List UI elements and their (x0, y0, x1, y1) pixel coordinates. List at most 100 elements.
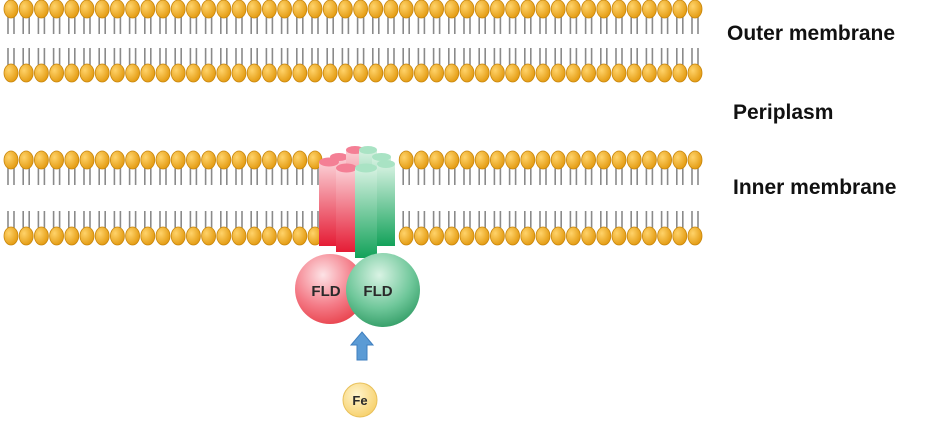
lipid-tail (569, 211, 578, 229)
lipid-tail (645, 167, 654, 185)
lipid-tail (554, 48, 562, 66)
lipid-tail (372, 48, 380, 66)
lipid-tail (463, 48, 471, 66)
lipid-head (459, 0, 475, 19)
lipid-tail (7, 16, 15, 34)
lipid-tail (144, 48, 152, 66)
lipid-tail (402, 16, 410, 34)
lipid-head (307, 0, 323, 19)
lipid-tail (311, 16, 319, 34)
lipid-tail (660, 211, 669, 229)
lipid-tail (569, 167, 578, 185)
lipid-tail (402, 48, 410, 66)
inner-membrane-bilayer (3, 150, 703, 246)
lipid-head (261, 63, 277, 83)
lipid-tail (463, 211, 471, 229)
lipid-head (170, 63, 186, 83)
lipid-head (596, 150, 612, 170)
lipid-head (246, 150, 262, 170)
lipid-tail (235, 16, 243, 34)
lipid-head (672, 0, 688, 19)
lipid-tail (280, 211, 289, 229)
lipid-head (140, 150, 156, 170)
lipid-head (34, 150, 49, 170)
lipid-head (94, 150, 110, 170)
lipid-head (414, 0, 429, 19)
lipid-head (413, 226, 429, 246)
lipid-head (505, 226, 520, 246)
lipid-tail (250, 48, 258, 66)
lipid-head (292, 0, 308, 19)
lipid-tail (493, 16, 502, 34)
lipid-head (444, 0, 460, 19)
lipid-tail (174, 167, 182, 185)
lipid-tail (204, 48, 213, 66)
lipid-head (520, 150, 536, 170)
lipid-head (489, 226, 505, 246)
lipid-tail (417, 16, 426, 34)
lipid-head (596, 63, 612, 83)
lipid-head (110, 0, 125, 19)
lipid-head (261, 150, 277, 170)
lipid-tail (432, 48, 441, 66)
lipid-head (3, 150, 19, 170)
lipid-tail (265, 48, 274, 66)
lipid-tail (508, 16, 517, 34)
lipid-tail (52, 167, 61, 185)
lipid-head (657, 226, 672, 246)
lipid-tail (478, 16, 486, 34)
lipid-tail (22, 211, 30, 229)
lipid-tail (265, 16, 274, 34)
lipid-head (186, 0, 201, 19)
lipid-tail (174, 48, 182, 66)
lipid-tail (569, 48, 578, 66)
lipid-tail (600, 211, 608, 229)
lipid-head (383, 63, 399, 83)
lipid-tail (387, 16, 395, 34)
lipid-tail (600, 48, 608, 66)
lipid-tail (630, 167, 638, 185)
lipid-tail (660, 48, 669, 66)
lipid-tail (326, 16, 334, 34)
lipid-tail (250, 16, 258, 34)
lipid-head (231, 150, 247, 170)
lipid-tail (37, 48, 46, 66)
lipid-head (49, 226, 64, 246)
lipid-tail (189, 167, 198, 185)
lipid-head (322, 63, 338, 83)
lipid-head (262, 0, 277, 19)
lipid-tail (645, 211, 654, 229)
lipid-tail (341, 16, 350, 34)
lipid-head (322, 0, 338, 19)
lipid-tail (311, 211, 319, 229)
lipid-tail (265, 211, 274, 229)
lipid-tail (493, 167, 502, 185)
right-fld-domain (346, 253, 420, 327)
lipid-tail (113, 211, 122, 229)
lipid-tail (600, 16, 608, 34)
lipid-head (140, 63, 156, 83)
lipid-head (672, 150, 688, 170)
lipid-head (626, 0, 642, 19)
lipid-tail (204, 211, 213, 229)
lipid-head (18, 0, 34, 19)
lipid-head (110, 226, 125, 246)
lipid-tail (83, 211, 91, 229)
lipid-head (474, 226, 490, 246)
lipid-head (110, 150, 125, 170)
lipid-head (505, 63, 520, 83)
lipid-tail (83, 167, 91, 185)
lipid-head (550, 63, 566, 83)
lipid-tail (554, 16, 562, 34)
lipid-tail (68, 211, 76, 229)
lipid-head (474, 0, 490, 19)
lipid-head (49, 0, 64, 19)
lipid-tail (7, 211, 15, 229)
lipid-head (337, 63, 353, 83)
lipid-tail (524, 48, 532, 66)
periplasm-label: Periplasm (733, 101, 834, 124)
lipid-head (459, 226, 475, 246)
lipid-head (3, 0, 19, 19)
lipid-tail (524, 211, 532, 229)
